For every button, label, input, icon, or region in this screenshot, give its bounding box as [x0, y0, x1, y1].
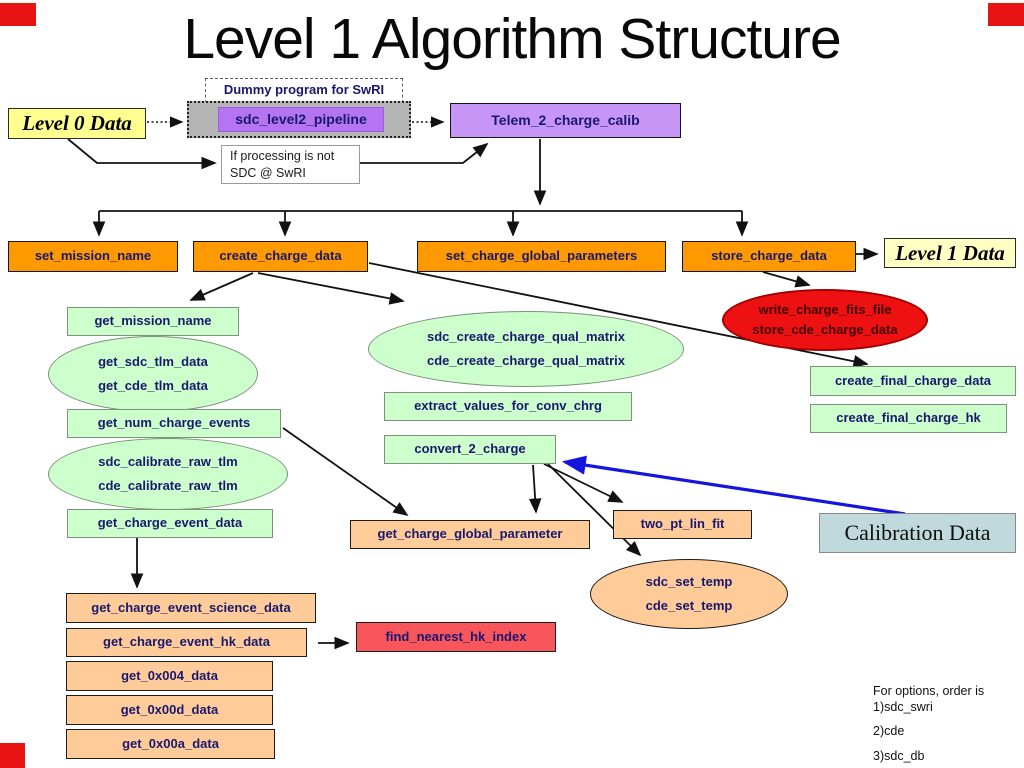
options-note-line3: 2)cde: [873, 723, 905, 738]
node-get-mission-name: get_mission_name: [67, 307, 239, 336]
node-label-line1: get_sdc_tlm_data: [98, 353, 208, 369]
node-label-line1: sdc_set_temp: [645, 573, 733, 589]
node-set-mission-name: set_mission_name: [8, 241, 178, 272]
node-get-0x00d-data: get_0x00d_data: [66, 695, 273, 725]
node-label: get_charge_event_data: [97, 515, 243, 531]
node-extract-values-for-conv-chrg: extract_values_for_conv_chrg: [384, 392, 632, 421]
node-if-processing: If processing is not SDC @ SwRI: [221, 145, 360, 184]
node-create-final-charge-data: create_final_charge_data: [810, 366, 1016, 396]
node-store-charge-data: store_charge_data: [682, 241, 856, 272]
options-note-line1: For options, order is: [873, 684, 985, 698]
node-label: get_num_charge_events: [97, 415, 251, 431]
corner-marker-bottom-left: [0, 743, 25, 768]
options-note: For options, order is 1)sdc_swri 2)cde 3…: [873, 683, 984, 764]
edge-convert-to-two-pt-lin-fit: [543, 463, 624, 503]
node-create-charge-qual-matrix-ellipse: sdc_create_charge_qual_matrix cde_create…: [368, 311, 684, 387]
options-note-line2: 1)sdc_swri: [873, 700, 933, 715]
node-label-line1: sdc_calibrate_raw_tlm: [98, 453, 238, 469]
options-note-line4: 3)sdc_db: [873, 748, 925, 763]
node-telem-2-charge-calib: Telem_2_charge_calib: [450, 103, 681, 138]
node-level-0-data: Level 0 Data: [8, 108, 146, 139]
node-get-charge-event-science-data: get_charge_event_science_data: [66, 593, 316, 623]
node-level-1-data: Level 1 Data: [884, 238, 1016, 268]
node-label-line2: get_cde_tlm_data: [98, 377, 208, 393]
node-label-line1: sdc_create_charge_qual_matrix: [426, 328, 625, 344]
node-label: get_charge_event_hk_data: [103, 634, 270, 650]
node-sdc-level2-pipeline: sdc_level2_pipeline: [218, 107, 384, 132]
page-title: Level 1 Algorithm Structure: [183, 7, 841, 71]
edge-ifbox-to-telem: [360, 142, 489, 164]
node-label: get_0x00a_data: [122, 735, 219, 751]
node-get-charge-event-hk-data: get_charge_event_hk_data: [66, 628, 307, 657]
edge-create-to-qual-matrix: [257, 272, 405, 305]
node-find-nearest-hk-index: find_nearest_hk_index: [356, 622, 556, 652]
edge-convert-to-global-parameter: [528, 464, 542, 514]
edge-create-to-get-mission-name: [189, 272, 254, 301]
node-label-line1: write_charge_fits_file: [758, 301, 892, 317]
corner-marker-top-left: [0, 3, 36, 26]
edge-level0-to-ifbox: [67, 138, 217, 170]
node-label-line1: If processing is not: [230, 149, 335, 164]
node-label: get_charge_event_science_data: [91, 599, 291, 615]
node-label: store_charge_data: [711, 248, 827, 264]
node-label: create_final_charge_data: [834, 372, 992, 388]
node-label-line2: cde_calibrate_raw_tlm: [98, 477, 238, 493]
node-get-charge-global-parameter: get_charge_global_parameter: [350, 520, 590, 549]
node-label: extract_values_for_conv_chrg: [414, 398, 602, 414]
node-label: Telem_2_charge_calib: [491, 112, 640, 129]
node-create-charge-data: create_charge_data: [193, 241, 368, 272]
node-label: get_charge_global_parameter: [377, 526, 563, 542]
node-label: set_mission_name: [34, 248, 152, 264]
edge-numevents-to-global-parameter: [282, 427, 409, 517]
node-two-pt-lin-fit: two_pt_lin_fit: [613, 510, 752, 539]
node-label-line2: cde_create_charge_qual_matrix: [426, 352, 625, 368]
node-label: Dummy program for SwRI: [223, 82, 385, 98]
node-label: sdc_level2_pipeline: [235, 111, 367, 128]
node-label: get_0x004_data: [121, 667, 218, 683]
node-calibration-data: Calibration Data: [819, 513, 1016, 553]
node-dummy-program: Dummy program for SwRI: [205, 78, 403, 103]
node-get-tlm-data-ellipse: get_sdc_tlm_data get_cde_tlm_data: [48, 336, 258, 412]
node-label: set_charge_global_parameters: [445, 248, 638, 264]
node-label: convert_2_charge: [414, 441, 526, 457]
edge-store-to-red-ellipse: [762, 271, 811, 288]
node-set-charge-global-parameters: set_charge_global_parameters: [417, 241, 666, 272]
node-label: get_0x00d_data: [120, 701, 219, 717]
node-label: two_pt_lin_fit: [640, 516, 725, 532]
node-get-0x00a-data: get_0x00a_data: [66, 729, 275, 759]
node-get-0x004-data: get_0x004_data: [66, 661, 273, 691]
node-get-charge-event-data: get_charge_event_data: [67, 509, 273, 538]
corner-marker-top-right: [988, 3, 1024, 26]
node-write-charge-fits-file-ellipse: write_charge_fits_file store_cde_charge_…: [722, 289, 928, 351]
node-label: create_charge_data: [219, 248, 342, 264]
node-label: Level 1 Data: [895, 240, 1005, 265]
node-get-num-charge-events: get_num_charge_events: [67, 409, 281, 438]
node-calibrate-raw-tlm-ellipse: sdc_calibrate_raw_tlm cde_calibrate_raw_…: [48, 438, 288, 510]
node-label: find_nearest_hk_index: [385, 628, 527, 644]
node-create-final-charge-hk: create_final_charge_hk: [810, 404, 1007, 433]
node-set-temp-ellipse: sdc_set_temp cde_set_temp: [590, 559, 788, 629]
node-label: Level 0 Data: [22, 111, 132, 136]
node-label: create_final_charge_hk: [836, 410, 981, 426]
edge-convert-to-set-temp: [547, 463, 642, 557]
node-label: get_mission_name: [94, 313, 212, 329]
node-label-line2: SDC @ SwRI: [230, 165, 306, 180]
node-label: Calibration Data: [844, 520, 991, 546]
node-convert-2-charge: convert_2_charge: [384, 435, 556, 464]
node-label-line2: store_cde_charge_data: [752, 321, 898, 337]
node-label-line2: cde_set_temp: [645, 597, 733, 613]
edge-calibration-to-convert: [561, 455, 906, 516]
